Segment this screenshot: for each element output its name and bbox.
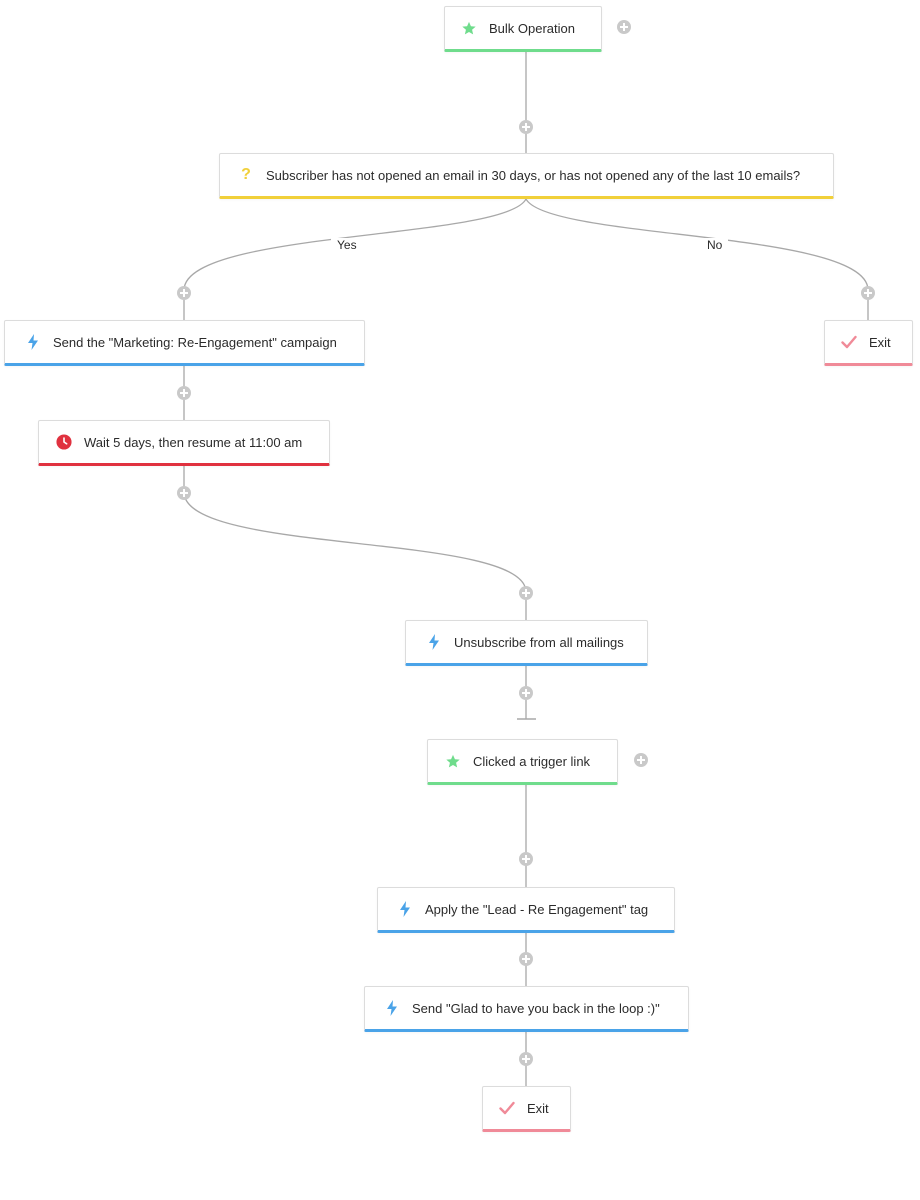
node-label: Exit [869, 334, 891, 350]
lightning-icon [384, 1000, 400, 1016]
node-exit-end[interactable]: Exit [482, 1086, 571, 1132]
add-branch-button[interactable] [634, 753, 648, 767]
node-label: Wait 5 days, then resume at 11:00 am [84, 434, 303, 450]
node-condition[interactable]: ? Subscriber has not opened an email in … [219, 153, 834, 199]
add-step-button[interactable] [519, 1052, 533, 1066]
star-icon [445, 753, 461, 769]
add-step-button[interactable] [519, 120, 533, 134]
connector-wait-unsubscribe [183, 466, 527, 620]
add-step-button[interactable] [177, 486, 191, 500]
add-step-button[interactable] [177, 286, 191, 300]
branch-label-no: No [701, 238, 729, 252]
node-unsubscribe[interactable]: Unsubscribe from all mailings [405, 620, 648, 666]
add-step-button[interactable] [519, 686, 533, 700]
node-label: Clicked a trigger link [473, 753, 591, 769]
clock-icon [56, 434, 72, 450]
connector-condition-yes [183, 198, 527, 320]
check-icon [499, 1100, 515, 1116]
add-step-button[interactable] [861, 286, 875, 300]
node-apply-tag[interactable]: Apply the "Lead - Re Engagement" tag [377, 887, 675, 933]
check-icon [841, 334, 857, 350]
question-icon: ? [241, 166, 251, 183]
node-clicked-trigger-link[interactable]: Clicked a trigger link [427, 739, 618, 785]
node-label: Exit [527, 1100, 549, 1116]
branch-label-yes: Yes [331, 238, 363, 252]
connector-condition-no [525, 198, 869, 320]
add-step-button[interactable] [177, 386, 191, 400]
add-branch-button[interactable] [617, 20, 631, 34]
node-label: Send the "Marketing: Re-Engagement" camp… [53, 334, 337, 350]
node-wait[interactable]: Wait 5 days, then resume at 11:00 am [38, 420, 330, 466]
node-label: Send "Glad to have you back in the loop … [412, 1000, 660, 1016]
star-icon [461, 20, 477, 36]
node-label: Unsubscribe from all mailings [454, 634, 624, 650]
lightning-icon [25, 334, 41, 350]
node-label: Bulk Operation [489, 20, 575, 36]
add-step-button[interactable] [519, 586, 533, 600]
node-exit-no[interactable]: Exit [824, 320, 913, 366]
node-send-campaign[interactable]: Send the "Marketing: Re-Engagement" camp… [4, 320, 365, 366]
node-label: Apply the "Lead - Re Engagement" tag [425, 901, 649, 917]
add-step-button[interactable] [519, 952, 533, 966]
add-step-button[interactable] [519, 852, 533, 866]
node-bulk-operation[interactable]: Bulk Operation [444, 6, 602, 52]
node-send-glad[interactable]: Send "Glad to have you back in the loop … [364, 986, 689, 1032]
lightning-icon [426, 634, 442, 650]
lightning-icon [397, 901, 413, 917]
node-label: Subscriber has not opened an email in 30… [266, 167, 801, 183]
